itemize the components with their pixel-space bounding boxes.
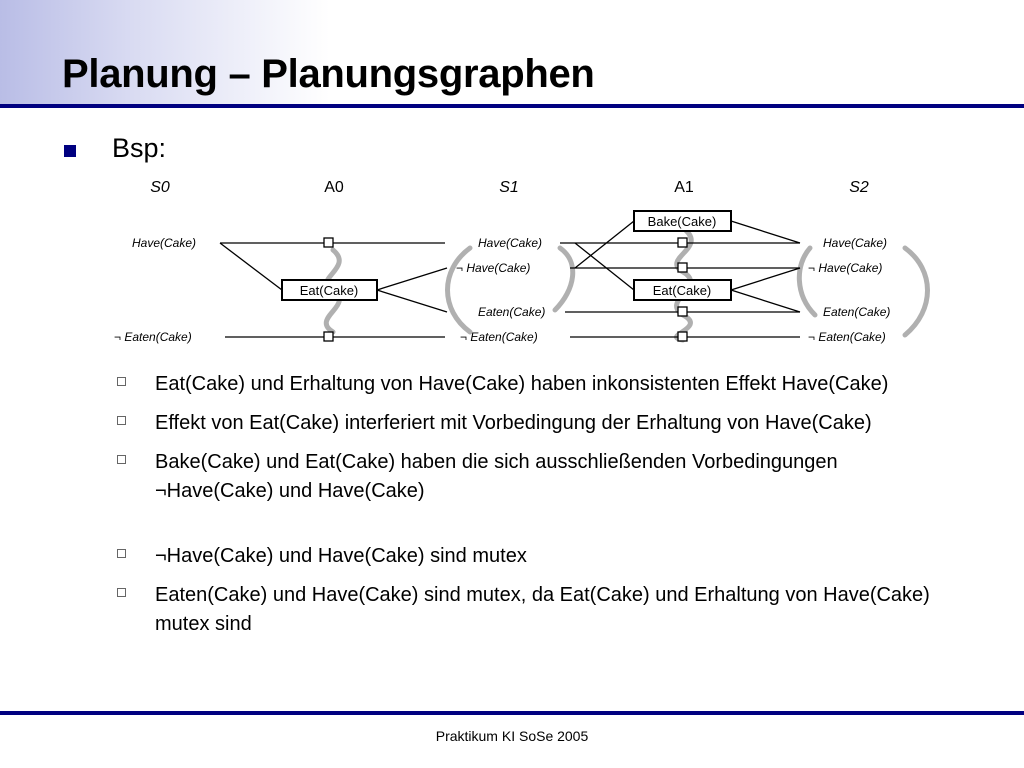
- action-eat-a0: Eat(Cake): [281, 279, 378, 301]
- s0-not-eaten-cake: ¬ Eaten(Cake): [114, 330, 192, 344]
- bullet-example-label: Bsp:: [112, 133, 167, 163]
- s1-have-cake: Have(Cake): [478, 236, 542, 250]
- hollow-square-icon: [117, 377, 126, 386]
- list-item: Bake(Cake) und Eat(Cake) haben die sich …: [112, 448, 952, 506]
- explanation-bullet-list: Eat(Cake) und Erhaltung von Have(Cake) h…: [112, 370, 952, 649]
- title-background-gradient: [0, 0, 330, 104]
- s1-not-eaten-cake: ¬ Eaten(Cake): [460, 330, 538, 344]
- list-item: Eaten(Cake) und Have(Cake) sind mutex, d…: [112, 581, 952, 639]
- action-eat-a1: Eat(Cake): [633, 279, 732, 301]
- s0-have-cake: Have(Cake): [132, 236, 196, 250]
- level-label-s1: S1: [499, 179, 519, 196]
- noop-box: [677, 237, 688, 248]
- s2-not-have-cake: ¬ Have(Cake): [808, 261, 882, 275]
- s2-have-cake: Have(Cake): [823, 236, 887, 250]
- mutex-curve-s1-left: [445, 245, 473, 335]
- graph-edges: [219, 220, 801, 338]
- s2-eaten-cake: Eaten(Cake): [823, 305, 890, 319]
- hollow-square-icon: [117, 416, 126, 425]
- hollow-square-icon: [117, 455, 126, 464]
- list-item: Eat(Cake) und Erhaltung von Have(Cake) h…: [112, 370, 952, 399]
- svg-text:Eat(Cake): Eat(Cake): [653, 283, 712, 298]
- list-item: Effekt von Eat(Cake) interferiert mit Vo…: [112, 409, 952, 438]
- noop-box: [323, 331, 334, 342]
- mutex-curve-s2-left: [796, 245, 818, 318]
- hollow-square-icon: [117, 549, 126, 558]
- hollow-square-icon: [117, 588, 126, 597]
- action-bake-a1: Bake(Cake): [633, 210, 732, 232]
- footer-divider: [0, 711, 1024, 715]
- noop-box: [677, 262, 688, 273]
- level-label-a0: A0: [324, 179, 344, 196]
- svg-text:Eat(Cake): Eat(Cake): [300, 283, 359, 298]
- level-label-a1: A1: [674, 179, 694, 196]
- s1-not-have-cake: ¬ Have(Cake): [456, 261, 530, 275]
- svg-text:Bake(Cake): Bake(Cake): [648, 214, 717, 229]
- bullet-square-icon: [64, 145, 76, 157]
- list-item: ¬Have(Cake) und Have(Cake) sind mutex: [112, 542, 952, 571]
- slide-title: Planung – Planungsgraphen: [62, 52, 595, 96]
- mutex-curve-s2-right: [902, 245, 930, 338]
- s2-not-eaten-cake: ¬ Eaten(Cake): [808, 330, 886, 344]
- noop-box: [677, 306, 688, 317]
- noop-markers: [323, 237, 688, 342]
- mutex-curve-s1-right: [552, 245, 576, 313]
- noop-box: [323, 237, 334, 248]
- noop-box: [677, 331, 688, 342]
- s1-eaten-cake: Eaten(Cake): [478, 305, 545, 319]
- level-label-s2: S2: [849, 179, 869, 196]
- slide-footer: Praktikum KI SoSe 2005: [435, 728, 589, 744]
- title-divider: [0, 104, 1024, 108]
- level-label-s0: S0: [150, 179, 170, 196]
